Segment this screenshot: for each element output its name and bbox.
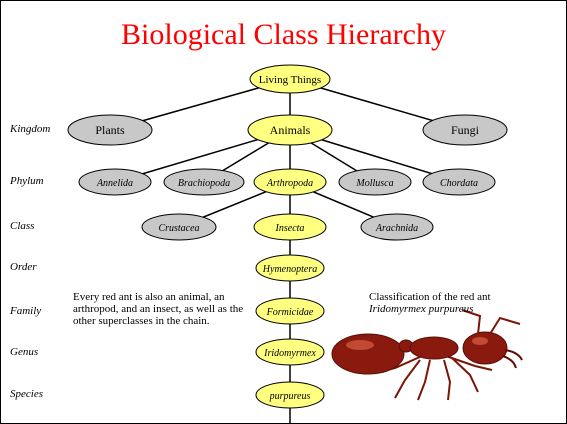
svg-text:Brachiopoda: Brachiopoda — [178, 178, 230, 189]
rank-label-phylum: Phylum — [10, 175, 44, 187]
rank-label-species: Species — [10, 388, 43, 400]
node-mollusca: Mollusca — [339, 169, 411, 195]
svg-text:Insecta: Insecta — [275, 223, 305, 234]
svg-text:Arthropoda: Arthropoda — [266, 178, 313, 189]
node-chordata: Chordata — [423, 169, 495, 195]
superclass-note: Every red ant is also an animal, an arth… — [73, 291, 245, 327]
svg-text:Animals: Animals — [270, 123, 311, 137]
ant-head — [463, 332, 507, 364]
ant-gaster — [332, 334, 404, 374]
svg-text:Fungi: Fungi — [451, 123, 480, 137]
svg-text:Iridomyrmex: Iridomyrmex — [263, 348, 316, 359]
svg-text:Hymenoptera: Hymenoptera — [262, 264, 317, 275]
svg-text:Crustacea: Crustacea — [158, 223, 199, 234]
ant-antenna — [490, 318, 520, 334]
rank-label-genus: Genus — [10, 346, 38, 358]
svg-text:purpureus: purpureus — [269, 391, 311, 402]
node-living-things: Living Things — [250, 65, 330, 93]
node-brachiopoda: Brachiopoda — [164, 169, 244, 195]
node-arthropoda: Arthropoda — [254, 169, 326, 195]
rank-label-family: Family — [10, 305, 41, 317]
node-plants: Plants — [68, 115, 152, 145]
node-iridomyrmex: Iridomyrmex — [256, 339, 324, 365]
svg-text:Formicidae: Formicidae — [266, 307, 314, 318]
rank-label-order: Order — [10, 261, 36, 273]
node-arachnida: Arachnida — [361, 214, 433, 240]
rank-label-class: Class — [10, 220, 34, 232]
svg-text:Arachnida: Arachnida — [375, 223, 418, 234]
node-formicidae: Formicidae — [256, 298, 324, 324]
node-fungi: Fungi — [423, 115, 507, 145]
svg-text:Mollusca: Mollusca — [355, 178, 393, 189]
ant-note-species: Iridomyrmex purpureus — [369, 303, 539, 315]
red-ant-illustration — [332, 310, 522, 400]
ant-thorax — [410, 337, 458, 359]
node-hymenoptera: Hymenoptera — [256, 255, 324, 281]
node-insecta: Insecta — [254, 214, 326, 240]
svg-text:Annelida: Annelida — [96, 178, 133, 189]
ant-note-title: Classification of the red ant — [369, 291, 539, 303]
svg-text:Plants: Plants — [95, 123, 125, 137]
node-purpureus: purpureus — [256, 382, 324, 408]
ant-classification-note: Classification of the red ant Iridomyrme… — [369, 291, 539, 315]
node-annelida: Annelida — [79, 169, 151, 195]
node-animals: Animals — [248, 115, 332, 145]
svg-text:Chordata: Chordata — [440, 178, 478, 189]
rank-label-kingdom: Kingdom — [10, 123, 50, 135]
node-crustacea: Crustacea — [142, 214, 216, 240]
svg-text:Living Things: Living Things — [259, 74, 321, 86]
